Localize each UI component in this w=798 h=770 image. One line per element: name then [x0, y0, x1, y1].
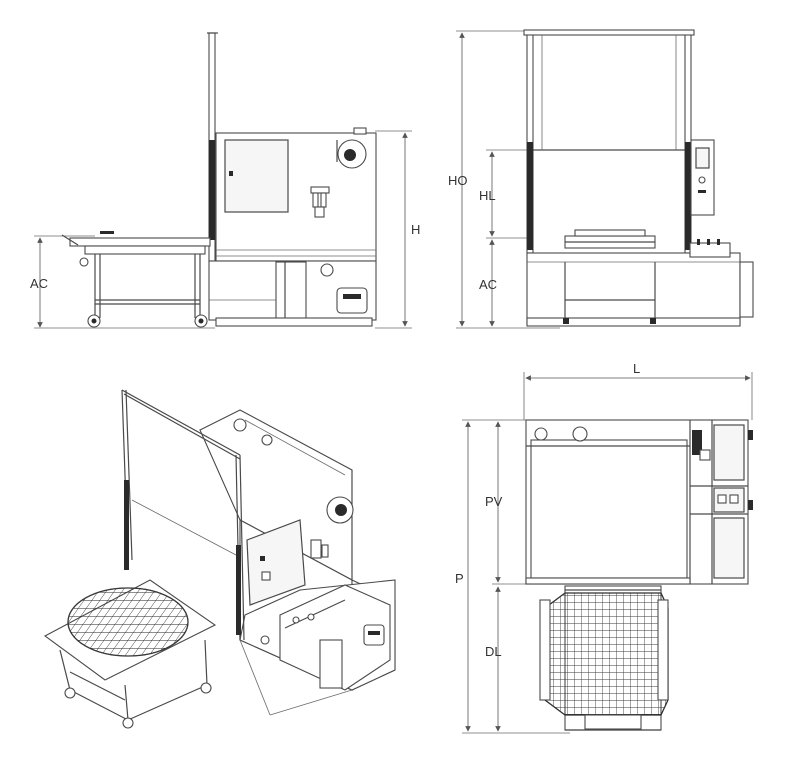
control-box-top [713, 424, 745, 481]
label-l: L [633, 361, 640, 376]
dimension-p: P [455, 419, 570, 734]
door-frame-iso [121, 389, 245, 641]
loading-trolley-iso [43, 579, 217, 729]
label-ho: HO [448, 173, 468, 188]
loading-trolley-side [61, 231, 211, 328]
top-view: L P PV DL [455, 361, 753, 734]
door-frame-front [523, 29, 695, 254]
label-dl: DL [485, 644, 502, 659]
side-view: AC H [30, 32, 420, 329]
dimension-l: L [523, 361, 753, 420]
motor-top [572, 426, 588, 442]
front-view: HO HL AC [448, 29, 754, 329]
isometric-view [43, 389, 396, 729]
control-box-iso [246, 519, 306, 606]
dimension-hl: HL [479, 149, 528, 239]
label-p: P [455, 571, 464, 586]
dimension-h: H [375, 130, 420, 329]
label-pv: PV [485, 494, 503, 509]
handle-box-side [336, 287, 368, 314]
control-panel-front [690, 139, 715, 216]
machine-outline-top [525, 419, 753, 585]
dimension-pv: PV [485, 421, 528, 585]
dimension-ac-side: AC [30, 235, 215, 329]
dimension-ho: HO [448, 30, 560, 329]
base-unit-iso [279, 584, 391, 691]
wheel-icon [200, 682, 212, 694]
label-ac-side: AC [30, 276, 48, 291]
wire-basket-top [544, 592, 669, 716]
label-hl: HL [479, 188, 496, 203]
filter-regulator-side [310, 186, 330, 218]
cabinet-iso [199, 409, 396, 716]
label-ac-front: AC [479, 277, 497, 292]
wheel-icon [64, 687, 76, 699]
control-box-side [224, 139, 289, 213]
basket-top [539, 585, 669, 731]
label-h: H [411, 222, 420, 237]
base-side [208, 260, 377, 327]
wheel-icon [122, 717, 134, 729]
cabinet-side [215, 127, 377, 262]
dimension-dl: DL [485, 586, 502, 732]
dimension-ac-front: AC [479, 239, 497, 327]
base-front [526, 239, 754, 327]
